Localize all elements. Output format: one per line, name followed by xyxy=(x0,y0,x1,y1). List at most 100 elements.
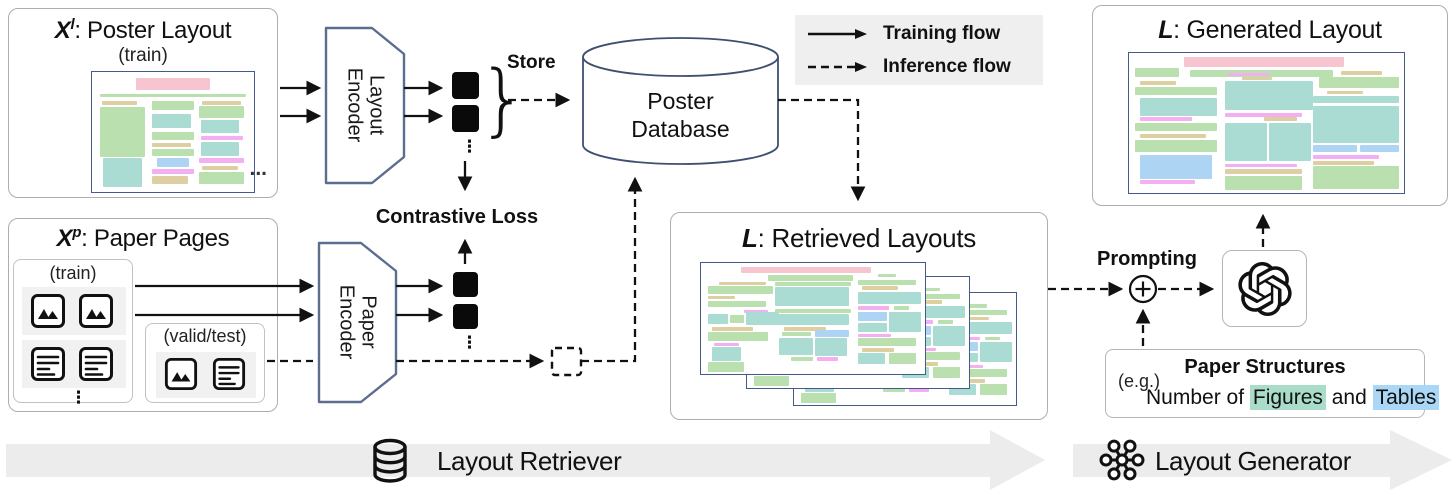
layout-block xyxy=(882,388,905,392)
text-page-icon xyxy=(30,346,66,382)
layout-block xyxy=(1313,155,1380,159)
layout-block xyxy=(707,361,744,372)
layout-block xyxy=(753,375,790,386)
layout-block xyxy=(774,314,849,326)
arrow-query-to-database xyxy=(581,176,643,363)
layout-block xyxy=(902,352,961,361)
layout-block xyxy=(151,132,195,141)
layout-block xyxy=(1318,76,1399,88)
legend-training-row: Training flow xyxy=(807,17,1043,50)
layout-block xyxy=(949,309,1008,316)
layout-block xyxy=(1269,123,1311,161)
paper-encoder-label: Paper Encoder xyxy=(335,284,380,360)
layout-block xyxy=(1140,155,1212,179)
layout-block xyxy=(984,336,1001,341)
poster-layout-title: Xl: Poster Layout xyxy=(9,17,277,45)
legend-inference-label: Inference flow xyxy=(883,55,1011,77)
layout-block xyxy=(1360,145,1399,153)
layout-block xyxy=(857,334,892,338)
layout-block xyxy=(1134,139,1217,153)
layout-block xyxy=(1134,68,1179,77)
layout-block xyxy=(862,286,899,290)
layout-block xyxy=(202,100,242,105)
layout-embedding-1 xyxy=(452,72,479,99)
generated-layout-var: L xyxy=(1158,16,1174,44)
layout-block xyxy=(202,165,238,170)
layout-block xyxy=(889,352,917,364)
paper-structures-example: Number of Figures and Tables xyxy=(1146,385,1440,410)
layout-block xyxy=(790,357,813,361)
database-cylinder-top xyxy=(582,37,779,77)
layout-block xyxy=(135,78,211,90)
image-page-icon xyxy=(30,293,66,329)
arrow-database-to-retrieved xyxy=(778,98,866,202)
legend-training-label: Training flow xyxy=(883,22,1001,44)
paper-structures-eg: (e.g.) xyxy=(1118,371,1161,391)
paper-embedding-2 xyxy=(453,304,478,329)
layout-block xyxy=(774,281,852,287)
layout-block xyxy=(922,288,941,292)
layout-block xyxy=(877,274,896,278)
layout-encoder-label: Layout Encoder xyxy=(343,67,388,143)
layout-block xyxy=(949,369,1008,377)
layout-block xyxy=(1184,57,1344,67)
layout-block xyxy=(774,308,852,313)
poster-layout-title-rest: : Poster Layout xyxy=(74,17,232,44)
layout-block xyxy=(1140,134,1206,138)
retrieved-layouts-title: L: Retrieved Layouts xyxy=(671,223,1047,254)
layout-block xyxy=(151,114,191,129)
image-page-icon xyxy=(78,293,114,329)
layout-block xyxy=(707,300,766,308)
retrieved-layouts-var: L xyxy=(742,223,758,253)
layout-block xyxy=(768,275,854,281)
more-train-pages-dots: ⋮ xyxy=(70,388,87,407)
layout-block xyxy=(1313,145,1358,153)
layout-embedding-dots: ⋮ xyxy=(461,137,478,156)
layout-block xyxy=(779,338,813,356)
tables-highlight: Tables xyxy=(1372,385,1440,410)
layout-block xyxy=(151,148,195,156)
solid-arrow-icon xyxy=(808,28,867,39)
layout-block xyxy=(969,304,988,308)
layout-block xyxy=(151,169,195,174)
layout-block xyxy=(774,287,849,307)
layout-block xyxy=(100,93,246,98)
layout-block xyxy=(1313,166,1399,189)
poster-layout-thumbnail xyxy=(91,71,255,193)
image-page-icon xyxy=(164,357,198,391)
layout-generator-label: Layout Generator xyxy=(1155,446,1351,476)
generated-layout-title-rest: : Generated Layout xyxy=(1173,16,1382,44)
layout-block xyxy=(151,142,191,147)
layout-block xyxy=(707,331,769,341)
layout-block xyxy=(902,293,961,300)
paper-pages-title: Xp: Paper Pages xyxy=(9,225,277,253)
text-page-icon xyxy=(78,346,114,382)
layout-block xyxy=(1140,97,1217,116)
layout-block xyxy=(1327,90,1363,95)
layout-block xyxy=(1140,117,1193,121)
layout-block xyxy=(745,311,780,326)
layout-block xyxy=(933,325,965,346)
layout-block xyxy=(707,286,773,295)
paper-embedding-1 xyxy=(453,272,478,297)
prompting-label: Prompting xyxy=(1097,248,1197,270)
layout-block xyxy=(103,158,143,188)
layout-block xyxy=(1225,169,1303,175)
database-label: Poster Database xyxy=(631,88,730,142)
openai-logo-icon xyxy=(1237,261,1292,316)
layout-retriever-label: Layout Retriever xyxy=(437,446,622,476)
text-page-icon xyxy=(212,357,246,391)
valid-test-label: (valid/test) xyxy=(163,326,247,346)
contrastive-loss-label: Contrastive Loss xyxy=(375,206,539,228)
plus-circle-icon xyxy=(1128,274,1158,304)
database-icon xyxy=(371,438,409,484)
figures-highlight: Figures xyxy=(1249,385,1326,410)
layout-block xyxy=(857,322,887,332)
layout-block xyxy=(815,338,847,357)
layout-block xyxy=(198,105,245,118)
store-brace: } xyxy=(478,55,528,145)
layout-block xyxy=(893,306,910,310)
layout-embedding-2 xyxy=(452,105,479,132)
layout-block xyxy=(1263,117,1297,121)
layout-block xyxy=(1340,71,1382,75)
